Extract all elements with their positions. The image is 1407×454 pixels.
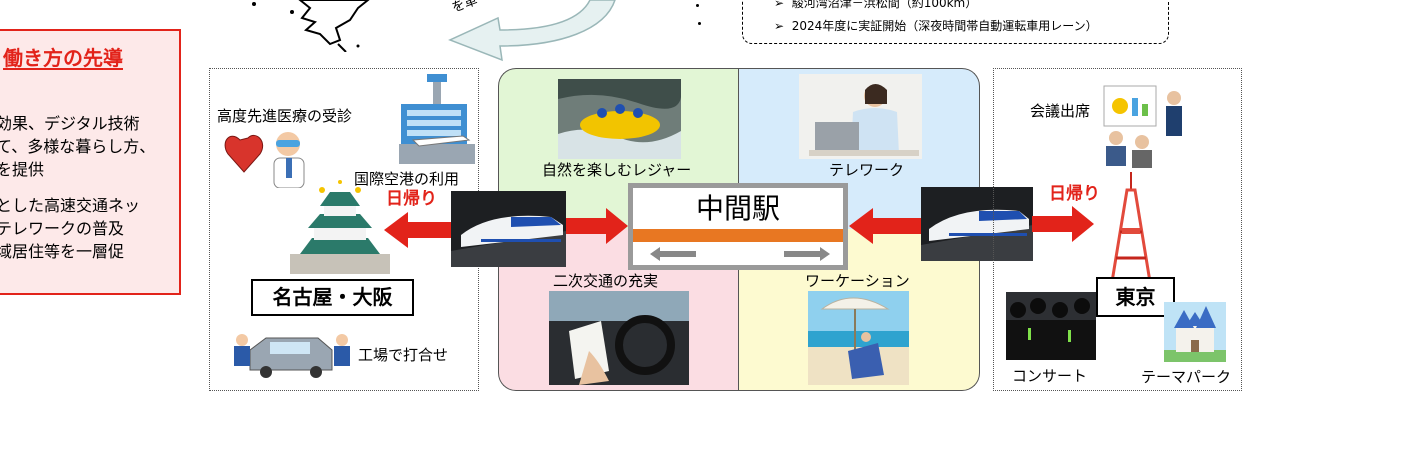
meeting-label: 会議出席 bbox=[1030, 102, 1091, 120]
doctor-heart-illustration bbox=[224, 132, 305, 188]
bullet-arrow-icon: ➢ bbox=[774, 19, 792, 33]
right-red-arrow-tokyo-icon bbox=[1032, 206, 1094, 242]
factory-label: 工場で打合せ bbox=[358, 346, 449, 364]
left-red-arrow-icon bbox=[384, 212, 456, 248]
tokyo-label: 東京 bbox=[1096, 277, 1175, 317]
bullet-box bbox=[742, 0, 1169, 44]
autonomous-car-photo bbox=[549, 291, 689, 385]
left-panel bbox=[0, 29, 181, 295]
left-panel-line: 域居住等を一層促 bbox=[0, 242, 125, 261]
station-stripe bbox=[633, 229, 843, 242]
airport-illustration bbox=[399, 74, 475, 164]
tokyo-tower-illustration bbox=[1110, 172, 1152, 282]
concert-crowd-illustration bbox=[1006, 292, 1096, 360]
station-right-arrow-icon bbox=[784, 247, 830, 261]
secondary-transport-label: 二次交通の充実 bbox=[553, 272, 659, 290]
bullet-item-2: ➢ 2024年度に実証開始（深夜時間帯自動運転車用レーン） bbox=[774, 19, 1098, 33]
left-pointing-red-arrow-icon bbox=[849, 208, 923, 244]
right-red-arrow-icon bbox=[566, 208, 628, 244]
left-panel-line: とした高速交通ネッ bbox=[0, 196, 141, 215]
left-panel-title: 働き方の先導 bbox=[3, 46, 123, 70]
left-panel-line: 効果、デジタル技術 bbox=[0, 114, 140, 133]
theme-park-castle-illustration bbox=[1164, 302, 1226, 362]
telework-photo bbox=[799, 74, 922, 159]
airport-label: 国際空港の利用 bbox=[354, 170, 460, 188]
theme-park-label: テーマパーク bbox=[1141, 368, 1232, 386]
bullet-arrow-icon: ➢ bbox=[774, 0, 792, 10]
telework-label: テレワーク bbox=[829, 161, 905, 179]
curved-arrow-shape bbox=[448, 0, 616, 62]
shinkansen-photo-left bbox=[451, 191, 566, 267]
bullet-item-1: ➢ 駿河湾沼津－浜松間（約100km） bbox=[774, 0, 977, 12]
concert-label: コンサート bbox=[1012, 367, 1088, 385]
leisure-label: 自然を楽しむレジャー bbox=[542, 161, 692, 179]
left-panel-line: て、多様な暮らし方、 bbox=[0, 137, 156, 156]
meeting-illustration bbox=[1103, 85, 1182, 168]
medical-label: 高度先進医療の受診 bbox=[217, 107, 353, 125]
right-day-trip-label: 日帰り bbox=[1049, 184, 1100, 204]
station-left-arrow-icon bbox=[650, 247, 696, 261]
station-name: 中間駅 bbox=[695, 192, 780, 225]
workation-label: ワーケーション bbox=[805, 272, 910, 290]
left-panel-line: を提供 bbox=[0, 160, 45, 179]
japan-map-fragment bbox=[252, 0, 370, 52]
dot-marks bbox=[696, 4, 702, 28]
tokyo-region bbox=[993, 68, 1242, 391]
shinkansen-photo-right bbox=[921, 187, 1033, 261]
beach-workation-photo bbox=[808, 291, 909, 385]
left-day-trip-label: 日帰り bbox=[386, 189, 437, 209]
nagoya-osaka-label: 名古屋・大阪 bbox=[251, 279, 414, 316]
factory-meeting-illustration bbox=[234, 334, 350, 378]
left-panel-line: テレワークの普及 bbox=[0, 219, 125, 238]
nagoya-castle-illustration bbox=[290, 180, 390, 274]
rafting-photo bbox=[558, 79, 681, 159]
